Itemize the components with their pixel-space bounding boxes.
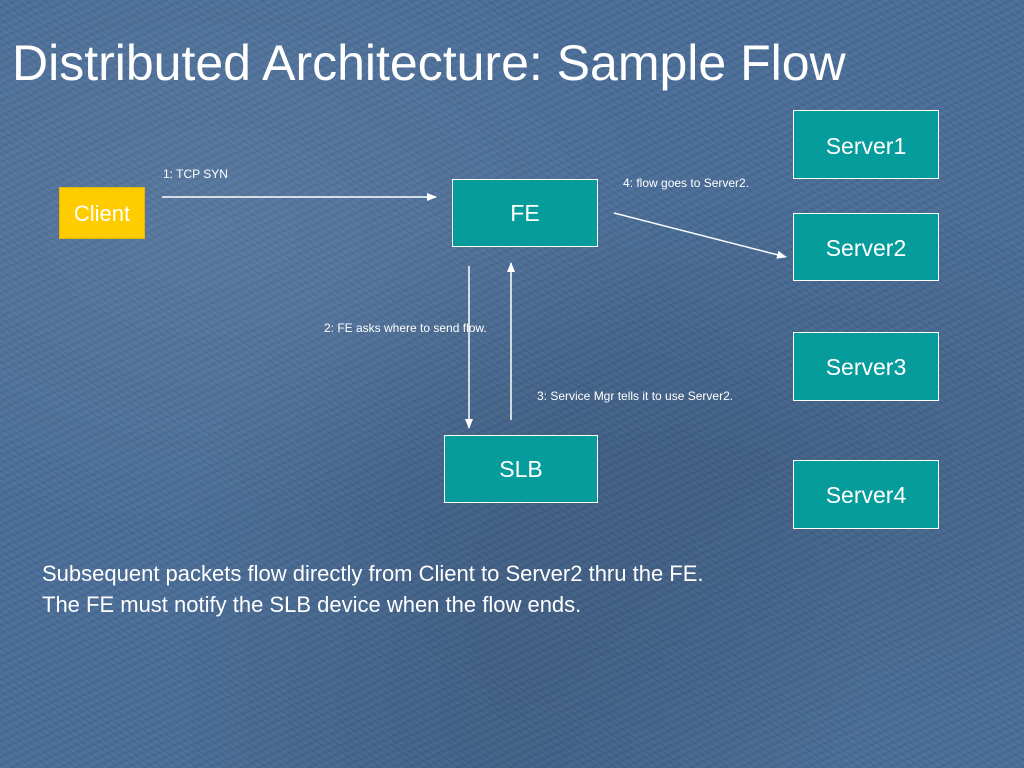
fe-node: FE	[452, 179, 598, 247]
server4-node: Server4	[793, 460, 939, 529]
fe-label: FE	[510, 200, 540, 226]
server2-label: Server2	[825, 235, 907, 261]
slide-title: Distributed Architecture: Sample Flow	[12, 35, 846, 91]
server4-label: Server4	[825, 482, 907, 508]
step3-label: 3: Service Mgr tells it to use Server2.	[537, 389, 734, 403]
flow-note: Subsequent packets flow directly from Cl…	[42, 558, 704, 620]
note-line-2: The FE must notify the SLB device when t…	[42, 592, 582, 617]
server2-node: Server2	[793, 213, 939, 281]
server3-label: Server3	[825, 354, 907, 380]
client-label: Client	[73, 201, 131, 226]
step2-label: 2: FE asks where to send flow.	[324, 321, 487, 335]
slb-node: SLB	[444, 435, 598, 503]
step1-label: 1: TCP SYN	[163, 167, 228, 181]
step4-label: 4: flow goes to Server2.	[623, 176, 750, 190]
server3-node: Server3	[793, 332, 939, 401]
note-line-1: Subsequent packets flow directly from Cl…	[42, 561, 704, 586]
slb-label: SLB	[499, 456, 543, 482]
client-node: Client	[59, 187, 145, 239]
server1-label: Server1	[825, 133, 907, 159]
server1-node: Server1	[793, 110, 939, 179]
